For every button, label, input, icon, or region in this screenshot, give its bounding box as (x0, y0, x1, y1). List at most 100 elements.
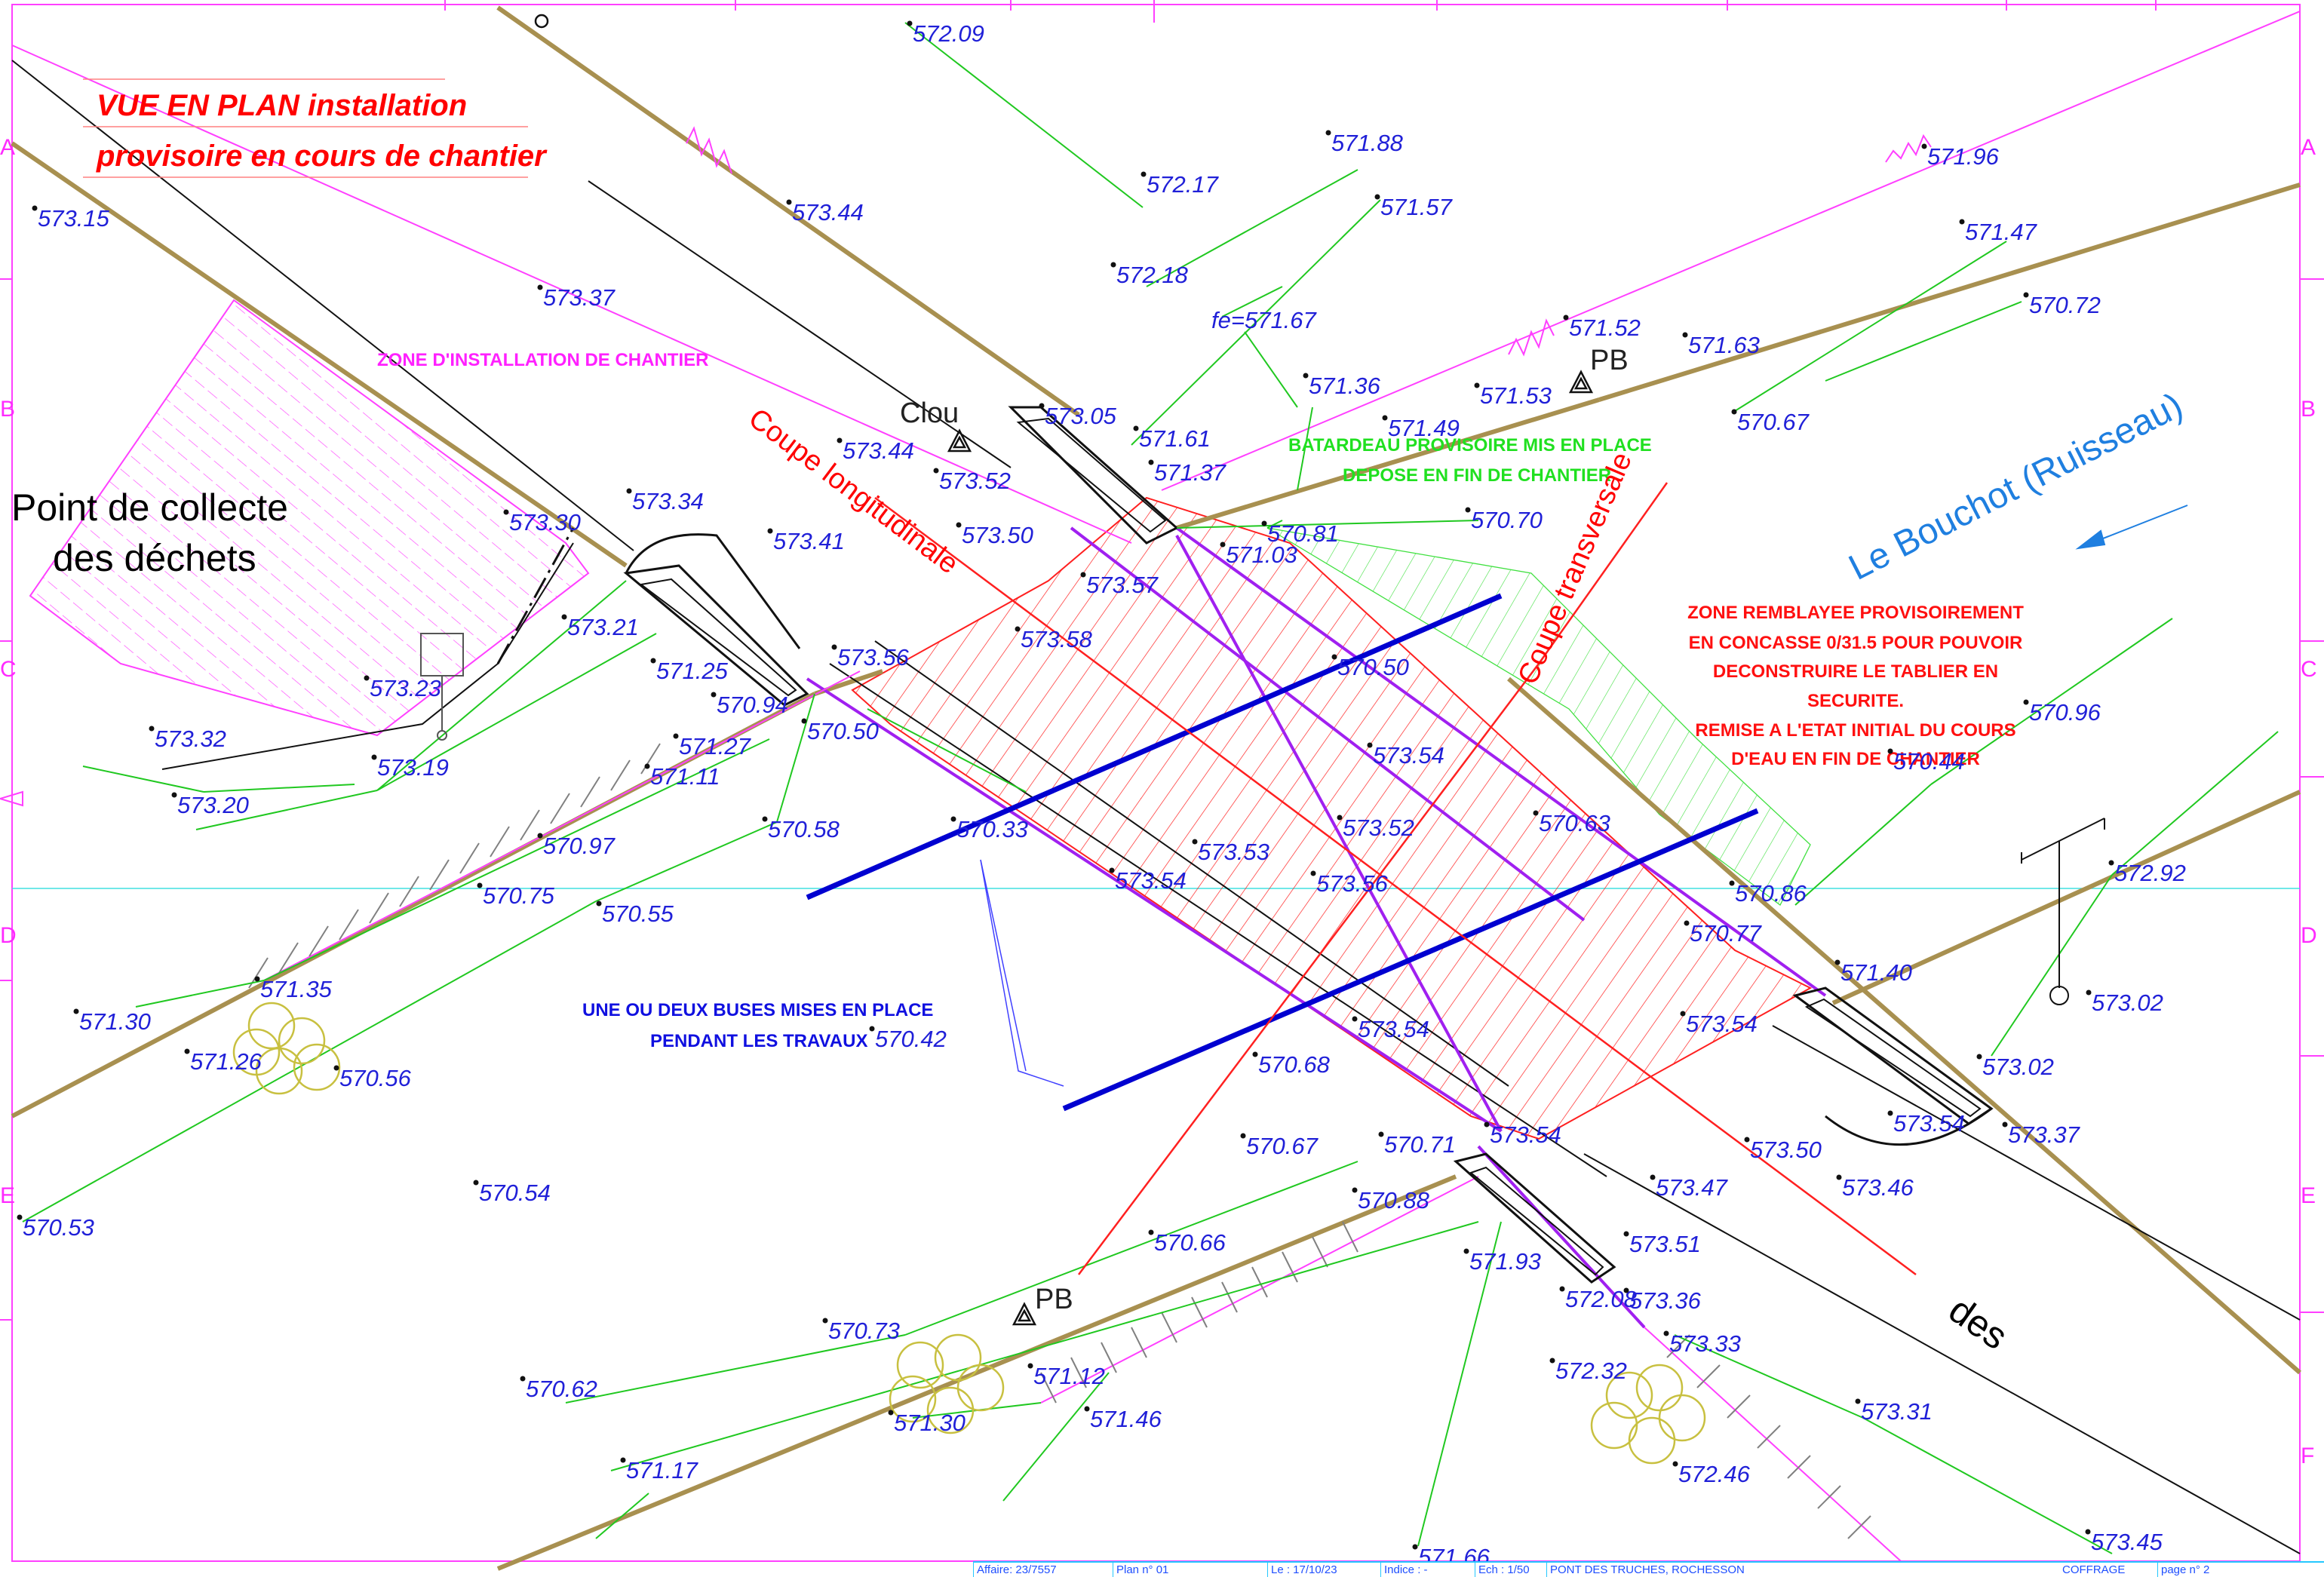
spot-height-point (1684, 920, 1690, 926)
spot-height-label: 570.42 (875, 1026, 947, 1052)
tree-symbols (232, 1002, 1706, 1465)
spot-height-label: 573.44 (792, 199, 864, 226)
spot-height-label: 570.70 (1471, 507, 1543, 533)
spot-height-label: 571.47 (1965, 219, 2038, 245)
margin-letter-b: B (2301, 397, 2316, 422)
spot-height-label: 570.66 (1154, 1229, 1226, 1256)
spot-height-label: 570.77 (1690, 920, 1763, 947)
spot-height-point (1220, 542, 1226, 548)
spot-height-label: 570.71 (1384, 1131, 1456, 1158)
spot-height-label: 570.68 (1258, 1051, 1331, 1078)
spot-height-label: 573.54 (1373, 742, 1444, 769)
spot-height-point (1027, 1363, 1033, 1369)
spot-height-point (503, 509, 509, 515)
title-block: Affaire: 23/7557 Plan n° 01 Le : 17/10/2… (973, 1561, 2324, 1577)
spot-height-label: 573.58 (1021, 626, 1093, 652)
spot-height-label: 573.02 (1982, 1054, 2054, 1080)
spot-height-label: 570.63 (1539, 810, 1610, 836)
affaire-cell: Affaire: 23/7557 (973, 1563, 1057, 1577)
road-lines (11, 60, 2301, 1554)
spot-height-label: 571.96 (1927, 143, 2000, 170)
spot-height-point (333, 1065, 339, 1071)
spot-height-point (620, 1457, 626, 1463)
spot-height-label: 571.30 (894, 1410, 966, 1436)
spot-height-label: 572.32 (1555, 1358, 1627, 1384)
spot-height-label: 573.50 (1750, 1137, 1822, 1163)
spot-height-label: 572.46 (1678, 1461, 1751, 1487)
spot-height-point (473, 1180, 479, 1186)
spot-height-point (149, 726, 155, 732)
spot-height-point (907, 20, 913, 26)
spot-height-point (1303, 373, 1309, 379)
spot-height-point (1337, 815, 1343, 821)
collection-point-label-1: Point de collecte (11, 486, 288, 529)
spot-height-label: 573.56 (1316, 870, 1389, 897)
pole-symbol (2021, 818, 2105, 1005)
spot-height-point (171, 792, 177, 798)
spot-height-point (1623, 1287, 1629, 1293)
pb-label-top: PB (1590, 345, 1629, 376)
margin-letter-d-left: D (0, 923, 17, 948)
spot-height-point (1855, 1398, 1861, 1404)
installation-zone-label: ZONE D'INSTALLATION DE CHANTIER (377, 350, 708, 370)
spot-height-point (1887, 748, 1893, 754)
spot-height-label: 573.23 (370, 675, 441, 701)
spot-height-point (537, 284, 543, 290)
spot-height-point (2023, 292, 2029, 298)
spot-height-label: 572.18 (1116, 262, 1189, 288)
spot-height-point (801, 718, 807, 724)
spot-height-label: 570.73 (828, 1318, 900, 1344)
spot-height-point (837, 437, 843, 443)
spot-height-point (2002, 1121, 2008, 1128)
survey-markers (534, 14, 1594, 1326)
spot-height-label: 571.46 (1090, 1406, 1162, 1432)
spot-height-point (1680, 1011, 1686, 1017)
spot-height-point (1729, 880, 1735, 886)
spot-height-label: 571.49 (1388, 415, 1460, 441)
project-cell: PONT DES TRUCHES, ROCHESSON (1546, 1563, 1745, 1577)
spot-height-point (1672, 1461, 1678, 1467)
river-label: Le Bouchot (Ruisseau) (1843, 385, 2189, 588)
road-name-fragment: des (1942, 1288, 2015, 1358)
spot-height-point (1261, 520, 1267, 526)
scale-cell: Ech : 1/50 (1475, 1563, 1530, 1577)
margin-letter-c-left: C (0, 657, 17, 682)
spot-height-label: 570.97 (543, 833, 616, 859)
spot-height-point (1663, 1330, 1669, 1336)
spot-height-point (1084, 1406, 1090, 1412)
section-lines (874, 482, 1917, 1276)
spot-height-label: 573.30 (509, 509, 581, 535)
buses-label-1: UNE OU DEUX BUSES MISES EN PLACE (582, 1000, 933, 1020)
spot-height-point (1463, 1248, 1469, 1254)
spot-height-label: 571.35 (260, 976, 333, 1002)
remblai-label-3: DECONSTRUIRE LE TABLIER EN (1713, 661, 1998, 682)
spot-height-point (822, 1318, 828, 1324)
collection-point-label-2: des déchets (53, 537, 256, 579)
spot-height-point (1240, 1133, 1246, 1139)
spot-height-label: 570.88 (1358, 1187, 1430, 1213)
spot-height-label: 571.11 (650, 763, 720, 790)
spot-height-label: 573.19 (377, 754, 449, 781)
spot-height-label: 570.50 (1337, 654, 1409, 680)
spot-height-label: 571.12 (1033, 1363, 1105, 1389)
spot-height-point (1887, 1110, 1893, 1116)
batardeau-label-1: BATARDEAU PROVISOIRE MIS EN PLACE (1288, 435, 1652, 456)
spot-height-point (1549, 1358, 1555, 1364)
spot-height-label: 573.34 (632, 488, 704, 514)
spot-height-point (888, 1410, 894, 1416)
spot-height-point (254, 976, 260, 982)
spot-height-label: 570.94 (717, 692, 788, 718)
spot-height-label: 573.54 (1490, 1121, 1561, 1148)
plan-number-cell: Plan n° 01 (1113, 1563, 1168, 1577)
spot-height-point (1352, 1187, 1358, 1193)
remblai-label-5: REMISE A L'ETAT INITIAL DU COURS (1695, 720, 2015, 741)
spot-height-label: 573.51 (1629, 1231, 1701, 1257)
spot-height-label: 570.50 (807, 718, 879, 744)
spot-height-label: 573.52 (939, 468, 1011, 494)
spot-height-label: 573.53 (1198, 839, 1269, 865)
spot-height-point (2086, 989, 2092, 996)
river-flow-arrow (2075, 505, 2188, 550)
culvert-pipes (806, 593, 1759, 1112)
spot-height-point (1559, 1286, 1565, 1292)
spot-height-label: 571.03 (1226, 542, 1297, 568)
